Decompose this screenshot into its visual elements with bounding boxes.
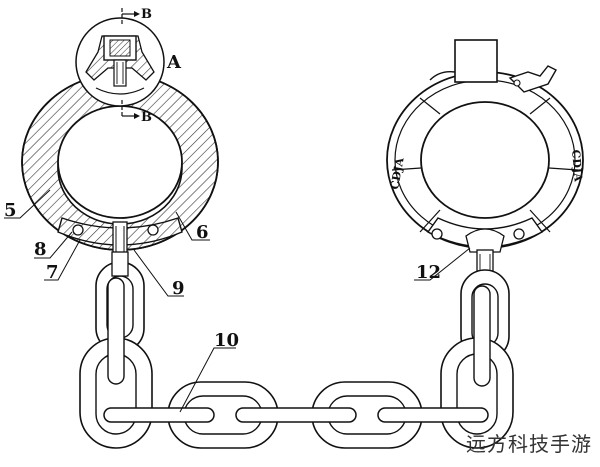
right-ring-inner xyxy=(420,101,550,219)
left-hinge-pin-right xyxy=(147,224,159,236)
chain-bar-3 xyxy=(377,407,489,423)
leader-lines xyxy=(4,189,471,413)
detail-bolt-shaft xyxy=(113,59,127,87)
label-6: 6 xyxy=(196,222,209,243)
left-hinge-pin-left xyxy=(72,224,84,236)
left-ring-inner xyxy=(57,105,183,219)
chain-bar-2 xyxy=(235,407,357,423)
label-5: 5 xyxy=(4,200,17,221)
section-line-b xyxy=(121,8,140,119)
right-shackle-text-right: CDJA xyxy=(569,149,585,183)
right-latch xyxy=(508,65,557,93)
right-ring-segments xyxy=(391,97,579,233)
right-shackle-text-left: CDJA xyxy=(388,156,406,190)
label-12: 12 xyxy=(416,262,441,283)
label-9: 9 xyxy=(172,278,185,299)
detail-label-a: A xyxy=(166,52,182,73)
right-hinge-pin-right xyxy=(513,228,525,240)
section-mark-top: B xyxy=(141,7,152,22)
right-lock-block xyxy=(454,39,498,83)
left-shackle: B B A xyxy=(21,7,219,353)
section-mark-bottom: B xyxy=(141,110,152,125)
right-hinge-pin-left xyxy=(431,228,443,240)
watermark-text: 远方科技手游 xyxy=(466,432,592,456)
label-7: 7 xyxy=(46,262,59,283)
label-8: 8 xyxy=(34,239,47,260)
chain xyxy=(79,277,514,449)
label-10: 10 xyxy=(214,330,239,351)
chain-bar-1 xyxy=(103,407,215,423)
